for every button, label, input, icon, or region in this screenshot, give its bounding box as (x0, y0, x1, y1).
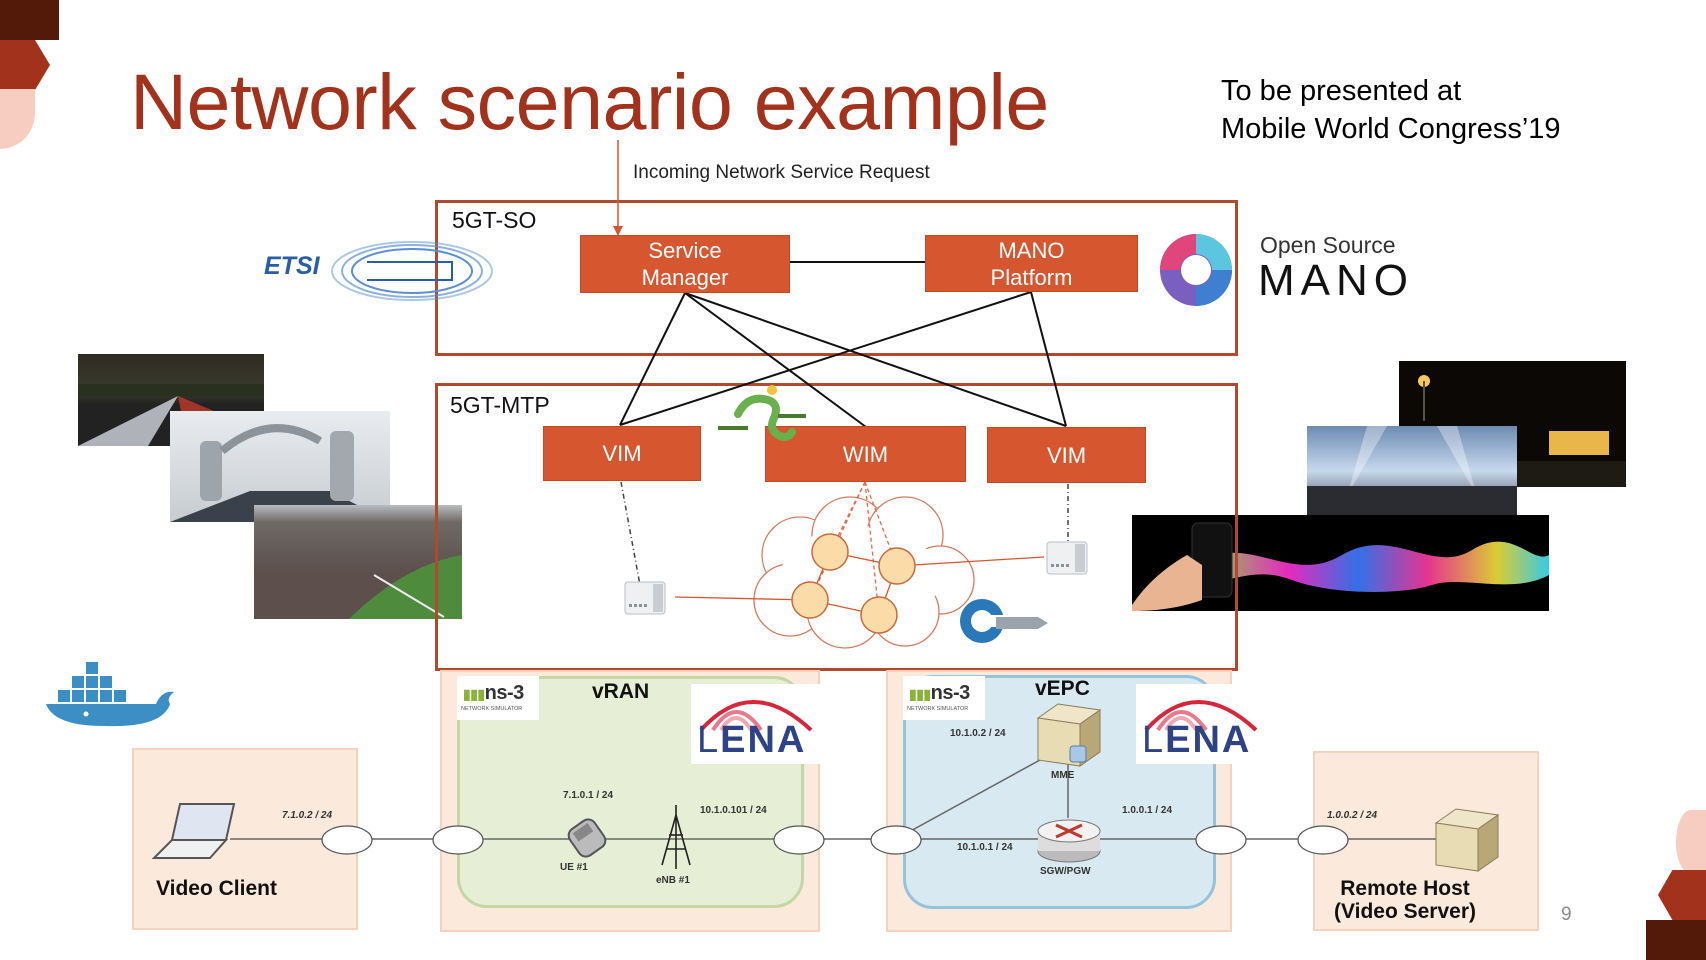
stadium-photo (254, 505, 462, 619)
server-icon (623, 580, 668, 616)
slide-subtitle: To be presented at Mobile World Congress… (1221, 72, 1561, 148)
docker-logo (44, 660, 196, 728)
dragon-icon (718, 384, 808, 444)
laptop-icon (152, 800, 236, 860)
osm-logo-line1: Open Source (1260, 232, 1396, 258)
corner-decoration (1676, 810, 1706, 874)
orchestration-links (619, 291, 1067, 428)
vim-label: VIM (602, 441, 642, 466)
server-icon (1045, 540, 1090, 576)
incoming-request-label: Incoming Network Service Request (633, 162, 930, 183)
vran-header: vRAN (592, 680, 650, 703)
enb-label: eNB #1 (656, 875, 690, 886)
sgw-ip: 10.1.0.1 / 24 (957, 842, 1013, 853)
server-ip: 1.0.0.2 / 24 (1327, 810, 1378, 821)
mme-server-icon (1034, 700, 1104, 770)
etsi-logo: ETSI (262, 240, 502, 302)
sgw-label: SGW/PGW (1040, 866, 1091, 877)
ue-ip: 7.1.0.1 / 24 (563, 790, 614, 801)
wim-button[interactable]: WIM (765, 426, 966, 482)
vim-right-button[interactable]: VIM (987, 427, 1146, 483)
ns3-logo-text: ns-3 (930, 682, 971, 704)
mtp-label: 5GT-MTP (450, 392, 550, 418)
ue-label: UE #1 (560, 862, 588, 873)
remote-host-box (1313, 751, 1539, 931)
sdn-controller-icon (958, 595, 1050, 647)
interface-ellipses (321, 825, 1349, 855)
enb-ip: 10.1.0.101 / 24 (700, 805, 767, 816)
service-manager-label: Service (648, 238, 722, 263)
vepc-header: vEPC (1035, 677, 1090, 700)
corner-decoration (0, 0, 59, 40)
lena-text: ENA (1165, 719, 1252, 761)
lena-l: L (1142, 719, 1166, 761)
vim-left-dash (620, 481, 641, 586)
ns3-logo-subtext: NETWORK SIMULATOR (907, 706, 969, 712)
etsi-logo-text: ETSI (264, 252, 320, 280)
mme-label: MME (1051, 770, 1075, 781)
request-arrow-head (613, 226, 623, 236)
service-manager-label: Manager (641, 265, 729, 290)
vim-left-button[interactable]: VIM (543, 426, 701, 481)
page-number: 9 (1561, 904, 1572, 925)
lena-l: L (697, 719, 721, 761)
antenna-tower-icon (656, 805, 696, 871)
osm-logo: Open Source MANO (1148, 230, 1418, 310)
vim-label: VIM (1046, 442, 1087, 468)
client-ip: 7.1.0.2 / 24 (282, 810, 333, 821)
corner-decoration (1646, 920, 1706, 960)
5gt-mtp-box: 5GT-MTP (435, 383, 1238, 671)
video-server-icon (1432, 805, 1502, 875)
lena-text: ENA (720, 719, 807, 761)
lena-logo: LENA (1136, 684, 1286, 764)
lena-logo: LENA (691, 684, 841, 764)
mme-ip: 10.1.0.2 / 24 (950, 728, 1006, 739)
sgw-out-ip: 1.0.0.1 / 24 (1122, 805, 1173, 816)
mano-platform-label: MANO (998, 237, 1065, 263)
ns3-logo-subtext: NETWORK SIMULATOR (461, 706, 523, 712)
router-icon (1036, 815, 1102, 863)
subtitle-line: To be presented at (1221, 75, 1462, 107)
so-label: 5GT-SO (452, 207, 537, 233)
remote-host-label-line: (Video Server) (1334, 900, 1477, 923)
video-client-label: Video Client (156, 877, 277, 900)
cloud-nodes (791, 533, 916, 634)
mano-platform-label: Platform (990, 264, 1073, 290)
remote-host-label: Remote Host (Video Server) (1334, 877, 1476, 923)
remote-host-label-line: Remote Host (1340, 877, 1470, 900)
concert-photo (1307, 426, 1517, 516)
ns3-logo-text: ns-3 (484, 682, 525, 704)
wim-label: WIM (842, 441, 889, 467)
phone-wave-photo (1132, 515, 1549, 611)
subtitle-line: Mobile World Congress’19 (1221, 113, 1561, 145)
osm-logo-line2: MANO (1258, 256, 1414, 305)
phone-icon (558, 818, 616, 858)
slide-title: Network scenario example (130, 57, 1049, 146)
